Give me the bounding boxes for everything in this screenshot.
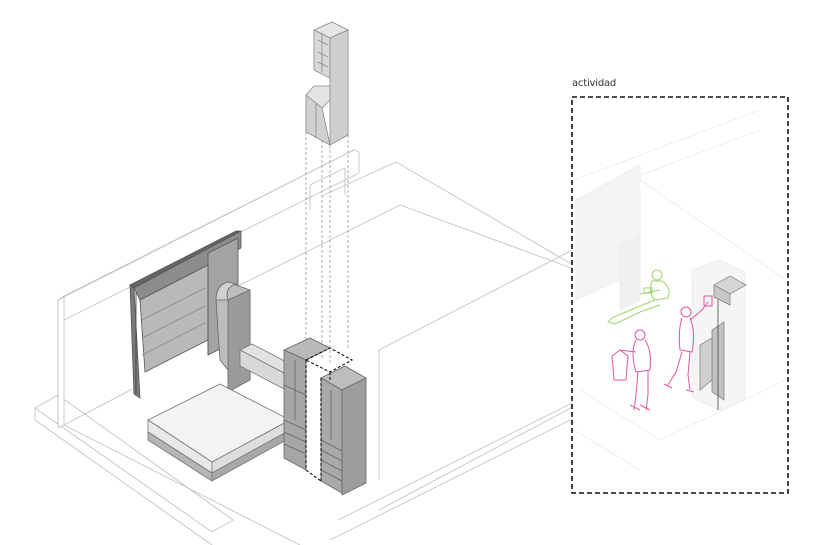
room-shell: [34, 149, 591, 545]
activity-panel-border: [571, 96, 789, 494]
activity-panel: [571, 96, 789, 494]
panel-wardrobe: [699, 275, 747, 410]
seated-person-reading-figure: [607, 269, 670, 325]
exploded-cabinet-module: [305, 21, 349, 365]
rounded-column-cabinet: [215, 281, 251, 393]
activity-panel-label: actividad: [572, 78, 617, 89]
bed: [147, 383, 291, 482]
tall-storage-cabinets: [283, 337, 367, 496]
person-reaching-shelf-figure: [663, 295, 713, 393]
person-holding-garment-figure: [611, 329, 651, 411]
